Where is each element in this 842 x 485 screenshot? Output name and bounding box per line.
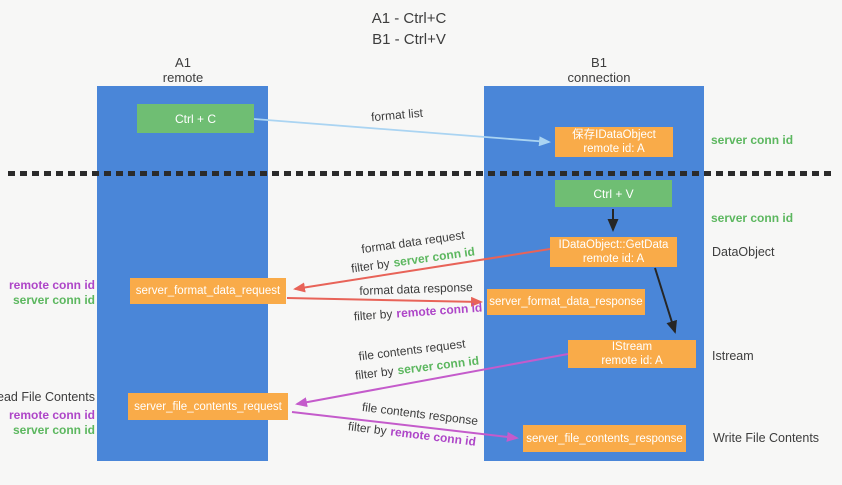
format-data-response-label: format data response (359, 280, 473, 298)
filter-by-text: filter by (347, 419, 388, 438)
ctrl-c-label: Ctrl + C (174, 111, 216, 126)
title-line-2: B1 - Ctrl+V (372, 31, 446, 48)
istream-box: IStream remote id: A (568, 340, 696, 368)
remote-conn-id-text: remote conn id (395, 300, 483, 321)
save-dataobject-box: 保存IDataObject remote id: A (555, 127, 673, 157)
column-b1-subtitle: connection (567, 70, 631, 85)
getdata-box: IDataObject::GetData remote id: A (550, 237, 677, 267)
server-file-contents-request-box: server_file_contents_request (128, 393, 288, 420)
remote-conn-id-left-bottom-label: remote conn id (8, 408, 95, 422)
ctrl-v-label: Ctrl + V (593, 186, 634, 201)
server-format-data-request-label: server_format_data_request (135, 285, 281, 297)
getdata-line2: remote id: A (582, 253, 645, 265)
column-a1-subtitle: remote (162, 70, 204, 85)
istream-line2: remote id: A (601, 355, 663, 367)
copy-paste-boundary-dotted-line (8, 171, 835, 176)
istream-line1: IStream (611, 341, 653, 353)
server-format-data-request-box: server_format_data_request (130, 278, 286, 304)
write-file-contents-label: Write File Contents (713, 431, 820, 445)
format-data-response-arrow (286, 296, 483, 307)
getdata-line1: IDataObject::GetData (558, 239, 669, 251)
title-line-1: A1 - Ctrl+C (371, 10, 447, 27)
server-file-contents-response-label: server_file_contents_response (526, 432, 683, 445)
diagram-title: A1 - Ctrl+C B1 - Ctrl+V (309, 8, 509, 50)
column-header-b1: B1 connection (524, 55, 674, 85)
server-conn-id-left-top-label: server conn id (12, 293, 95, 307)
read-file-contents-label: Read File Contents (0, 390, 95, 404)
server-conn-id-right-mid-label: server conn id (711, 211, 794, 225)
ctrl-c-box: Ctrl + C (137, 104, 254, 133)
server-conn-id-right-top-label: server conn id (711, 133, 794, 147)
remote-conn-id-text: remote conn id (389, 424, 477, 449)
column-b1-name: B1 (591, 55, 607, 70)
server-file-contents-response-box: server_file_contents_response (523, 425, 686, 452)
dataobject-label: DataObject (712, 245, 775, 259)
server-format-data-response-label: server_format_data_response (489, 296, 643, 308)
ctrl-v-box: Ctrl + V (555, 180, 672, 207)
format-list-label: format list (370, 105, 424, 125)
filter-by-text: filter by (350, 256, 391, 276)
save-dataobject-line1: 保存IDataObject (572, 129, 656, 141)
filter-by-text: filter by (353, 306, 393, 324)
column-a1-name: A1 (175, 55, 191, 70)
save-dataobject-line2: remote id: A (583, 143, 645, 155)
filter-by-text: filter by (354, 363, 395, 383)
server-conn-id-left-bottom-label: server conn id (12, 423, 95, 437)
column-header-a1: A1 remote (113, 55, 253, 85)
server-format-data-response-box: server_format_data_response (487, 289, 645, 315)
istream-side-label: Istream (712, 349, 754, 363)
remote-conn-id-left-top-label: remote conn id (8, 278, 95, 292)
server-file-contents-request-label: server_file_contents_request (134, 400, 282, 413)
